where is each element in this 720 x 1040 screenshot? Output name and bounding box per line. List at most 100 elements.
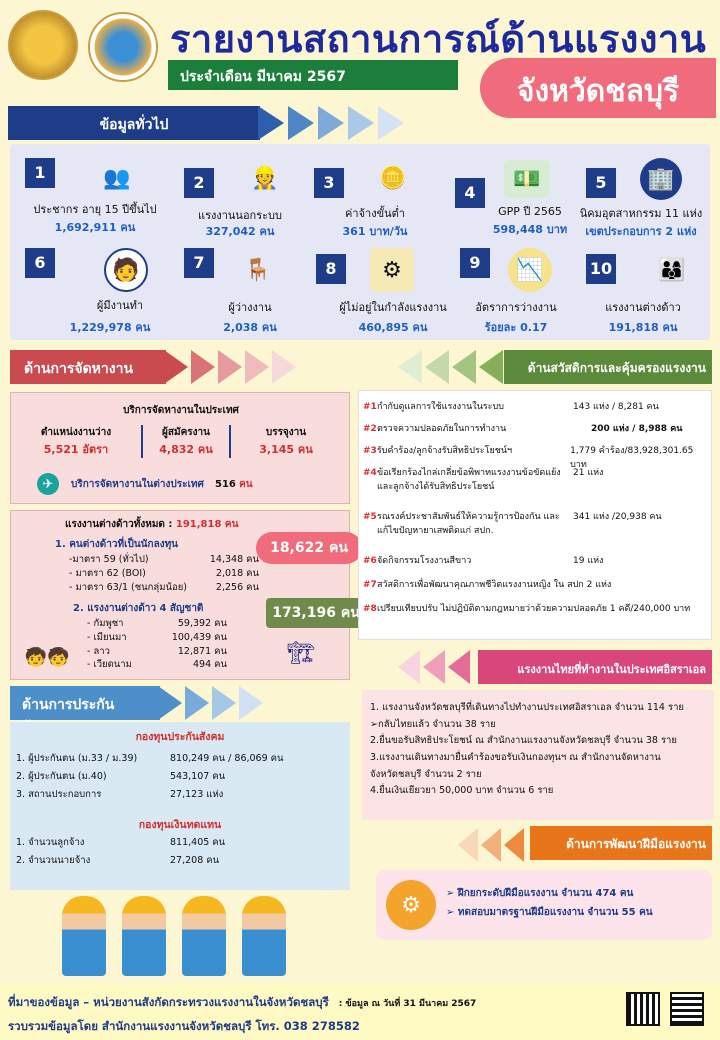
skills-line: ➢ ทดสอบมาตรฐานฝีมือแรงงาน จำนวน 55 คน [446, 907, 653, 918]
general-item: 9 📉 อัตราการว่างงาน ร้อยละ 0.17 [456, 248, 576, 334]
domestic-title: บริการจัดหางานในประเทศ [123, 405, 239, 416]
general-item: 6 🧑 ผู้มีงานทำ 1,229,978 คน [20, 248, 170, 334]
item-label: นิคมอุตสาหกรรม 11 แห่ง [579, 207, 703, 220]
placed-label: บรรจุงาน [265, 427, 307, 438]
israel-line: จังหวัดชลบุรี จำนวน 2 ราย [370, 768, 482, 780]
general-item: 3 🪙 ค่าจ้างขั้นต่ำ 361 บาท/วัน [310, 158, 440, 238]
vacancy-label: ตำแหน่งงานว่าง [40, 427, 112, 438]
item-label: ค่าจ้างขั้นต่ำ [345, 207, 405, 220]
social-banner: ด้านการประกันสังคม [10, 686, 160, 735]
general-banner: ข้อมูลทั่วไป [8, 106, 260, 140]
item-number: 4 [455, 178, 485, 208]
worker-icon: 🧑 [104, 248, 148, 292]
nationalities-total-pill: 173,196 คน [266, 598, 366, 628]
abroad-unit: คน [239, 479, 253, 490]
report-month: ประจำเดือน มีนาคม 2567 [168, 60, 458, 90]
item-number: 8 [316, 254, 346, 284]
item-label: อัตราการว่างงาน [475, 301, 557, 314]
workers-illustration [54, 892, 294, 976]
item-number: 2 [184, 168, 214, 198]
item-number: 6 [25, 248, 55, 278]
item-value: เขตประกอบการ 2 แห่ง [585, 225, 697, 238]
item-value: 361 บาท/วัน [342, 225, 408, 238]
item-label: GPP ปี 2565 [498, 205, 562, 218]
item-value: 2,038 คน [223, 321, 277, 334]
facebook-qr-icon[interactable] [626, 992, 660, 1026]
item-number: 5 [586, 168, 616, 198]
nationalities-title: 2. แรงงานต่างด้าว 4 สัญชาติ [73, 603, 204, 614]
domestic-service-panel: บริการจัดหางานในประเทศ ตำแหน่งงานว่าง 5,… [10, 392, 350, 504]
skills-banner: ด้านการพัฒนาฝีมือแรงงาน [530, 826, 712, 860]
employment-chevrons [164, 350, 296, 384]
gear-worker-icon: ⚙ [386, 880, 436, 930]
investor-row: - มาตรา 62 (BOI)2,018 คน [69, 567, 259, 579]
general-item: 7 🪑 ผู้ว่างงาน 2,038 คน [180, 248, 310, 334]
israel-line: 4.ยื่นเงินเยียวยา 50,000 บาท จำนวน 6 ราย [370, 785, 554, 797]
buildings-icon: 🏢 [640, 158, 682, 200]
worker-building-icon: 🏗 [287, 640, 315, 666]
foreign-total-label: แรงงานต่างด้าวทั้งหมด : [65, 519, 173, 530]
skills-panel: ⚙ ➢ ฝึกยกระดับฝีมือแรงงาน จำนวน 474 คน ➢… [376, 870, 712, 940]
item-number: 3 [314, 168, 344, 198]
investors-total-pill: 18,622 คน [256, 532, 362, 564]
welfare-chevrons [398, 350, 503, 384]
item-label: ผู้ว่างงาน [228, 301, 272, 314]
social-fund-title: กองทุนประกันสังคม [135, 731, 225, 743]
item-label: ผู้มีงานทำ [96, 299, 144, 312]
abroad-number: 516 [215, 479, 236, 490]
social-chevrons [158, 686, 263, 720]
item-value: ร้อยละ 0.17 [484, 321, 548, 334]
abroad-label: บริการจัดหางานในต่างประเทศ [71, 479, 204, 490]
israel-line: 1. แรงงานจังหวัดชลบุรีที่เดินทางไปทำงานป… [370, 702, 684, 713]
page-title: รายงานสถานการณ์ด้านแรงงาน [170, 17, 707, 61]
informal-workers-icon: 👷 [251, 165, 279, 191]
item-value: 598,448 บาท [492, 223, 568, 236]
welfare-banner-label: ด้านสวัสดิการและคุ้มครองแรงงาน [527, 361, 706, 375]
item-label: แรงงานต่างด้าว [605, 301, 681, 314]
item-value: 460,895 คน [358, 321, 428, 334]
vacancy-value: 5,521 อัตรา [43, 443, 109, 456]
general-item: 8 ⚙ ผู้ไม่อยู่ในกำลังแรงงาน 460,895 คน [316, 248, 460, 334]
item-label: ประชากร อายุ 15 ปีขึ้นไป [33, 203, 157, 216]
item-value: 1,692,911 คน [54, 221, 136, 234]
line-qr-icon[interactable] [670, 992, 704, 1026]
general-banner-label: ข้อมูลทั่วไป [99, 117, 169, 133]
general-chevrons [258, 106, 404, 140]
social-row: 2. ผู้ประกันตน (ม.40)543,107 คน [16, 771, 226, 783]
people-group-icon: 👥 [103, 165, 131, 191]
item-number: 7 [184, 248, 214, 278]
footer: ที่มาของข้อมูล – หน่วยงานสังกัดกระทรวงแร… [0, 984, 720, 1040]
welfare-banner: ด้านสวัสดิการและคุ้มครองแรงงาน [504, 350, 712, 384]
item-label: ผู้ไม่อยู่ในกำลังแรงงาน [339, 301, 447, 314]
coins-icon: 🪙 [379, 165, 407, 191]
general-item: 10 👨‍👩‍👦 แรงงานต่างด้าว 191,818 คน [580, 248, 706, 334]
israel-line: 3.แรงงานเดินทางมายื่นคำร้องขอรับเงินกองท… [370, 751, 661, 763]
employment-banner-label: ด้านการจัดหางาน [24, 361, 134, 377]
applicants-label: ผู้สมัครงาน [162, 427, 210, 438]
israel-banner-label: แรงงานไทยที่ทำงานในประเทศอิสราเอล [517, 663, 706, 676]
general-item: 1 👥 ประชากร อายุ 15 ปีขึ้นไป 1,692,911 ค… [20, 158, 170, 238]
unemployed-icon: 🪑 [244, 257, 272, 283]
item-value: 191,818 คน [608, 321, 678, 334]
ministry-logo [8, 10, 78, 80]
out-of-labor-icon: ⚙ [370, 248, 414, 292]
item-label: แรงงานนอกระบบ [197, 209, 282, 222]
item-value: 1,229,978 คน [69, 321, 151, 334]
foreign-workers-icon: 👨‍👩‍👦 [658, 257, 686, 283]
general-item: 4 💵 GPP ปี 2565 598,448 บาท [450, 158, 570, 238]
placed-value: 3,145 คน [259, 443, 313, 456]
kids-nationalities-icon: 🧒🧒 [24, 646, 70, 668]
footer-source: ที่มาของข้อมูล – หน่วยงานสังกัดกระทรวงแร… [8, 995, 329, 1009]
